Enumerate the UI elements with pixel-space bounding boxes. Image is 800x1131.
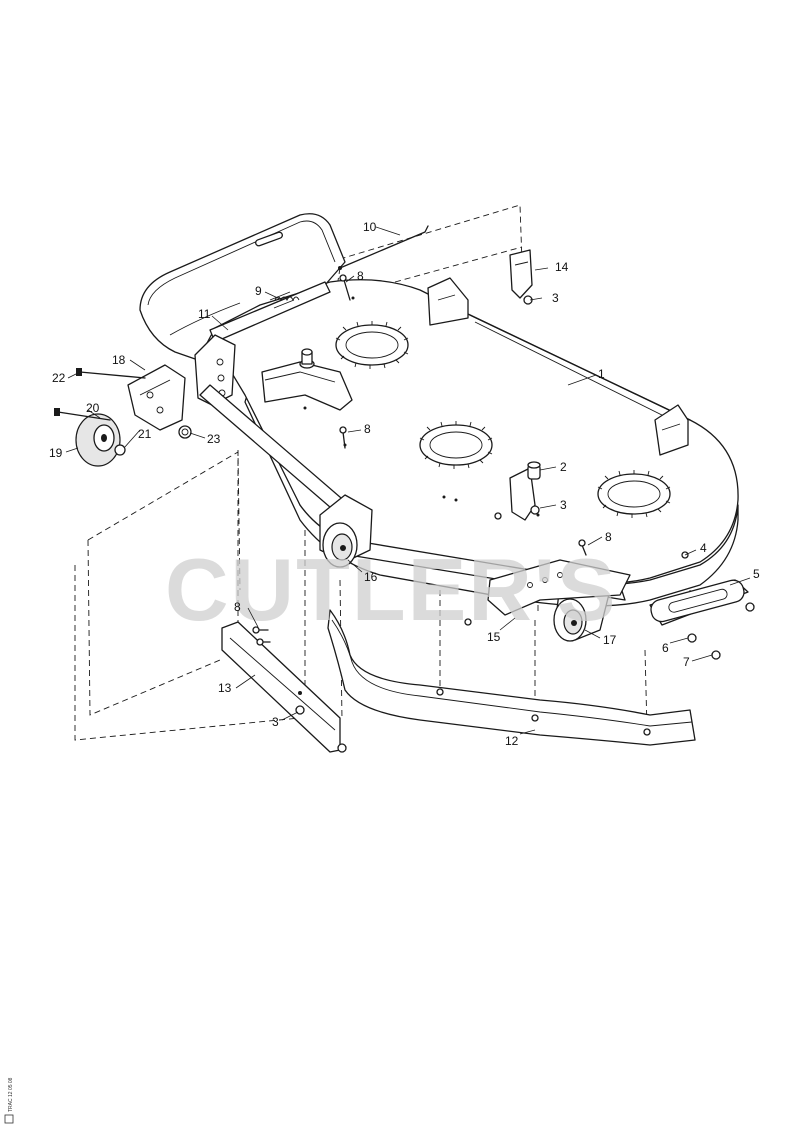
callout-8: 8 [605, 530, 612, 544]
callout-17: 17 [603, 633, 617, 647]
callout-7: 7 [683, 655, 690, 669]
side-code-box [4, 1114, 14, 1124]
callout-14: 14 [555, 260, 569, 274]
callout-4: 4 [700, 541, 707, 555]
callout-5: 5 [753, 567, 760, 581]
callout-10: 10 [363, 220, 377, 234]
discharge-chute [139, 213, 429, 406]
callout-20: 20 [86, 401, 100, 415]
side-code-block: TRAC 12 05 08 [4, 1077, 14, 1124]
callout-11: 11 [198, 307, 211, 321]
callout-8: 8 [357, 269, 364, 283]
callout-16: 16 [364, 570, 378, 584]
spindle-opening-right [597, 470, 671, 518]
callout-18: 18 [112, 353, 126, 367]
callout-8: 8 [234, 600, 241, 614]
callout-labels: 1 2 3 3 3 4 5 6 7 8 8 8 8 9 10 11 12 13 … [49, 220, 760, 748]
callout-19: 19 [49, 446, 63, 460]
right-bracket-parts [509, 249, 541, 521]
side-code-text: TRAC 12 05 08 [8, 1077, 14, 1112]
callout-15: 15 [487, 630, 501, 644]
callout-3: 3 [552, 291, 559, 305]
callout-8: 8 [364, 422, 371, 436]
callout-6: 6 [662, 641, 669, 655]
callout-12: 12 [505, 734, 519, 748]
spindle-opening-left [335, 321, 409, 369]
callout-22: 22 [52, 371, 66, 385]
callout-9: 9 [255, 284, 262, 298]
leader-lines [65, 226, 751, 735]
hardware [252, 274, 651, 753]
callout-23: 23 [207, 432, 221, 446]
watermark-text: CUTLER'S [165, 540, 617, 639]
spindle-opening-center [419, 421, 493, 469]
callout-21: 21 [138, 427, 152, 441]
side-plate [221, 621, 341, 753]
front-roller-axle [319, 494, 631, 642]
side-bumper-assembly [649, 551, 755, 660]
rear-baffle [327, 609, 696, 746]
callout-3: 3 [272, 715, 279, 729]
callout-1: 1 [598, 367, 605, 381]
callout-2: 2 [560, 460, 567, 474]
dashed-reference-lines [74, 204, 691, 741]
anti-scalp-wheel-assembly-left [54, 364, 356, 521]
callout-3: 3 [560, 498, 567, 512]
callout-13: 13 [218, 681, 232, 695]
